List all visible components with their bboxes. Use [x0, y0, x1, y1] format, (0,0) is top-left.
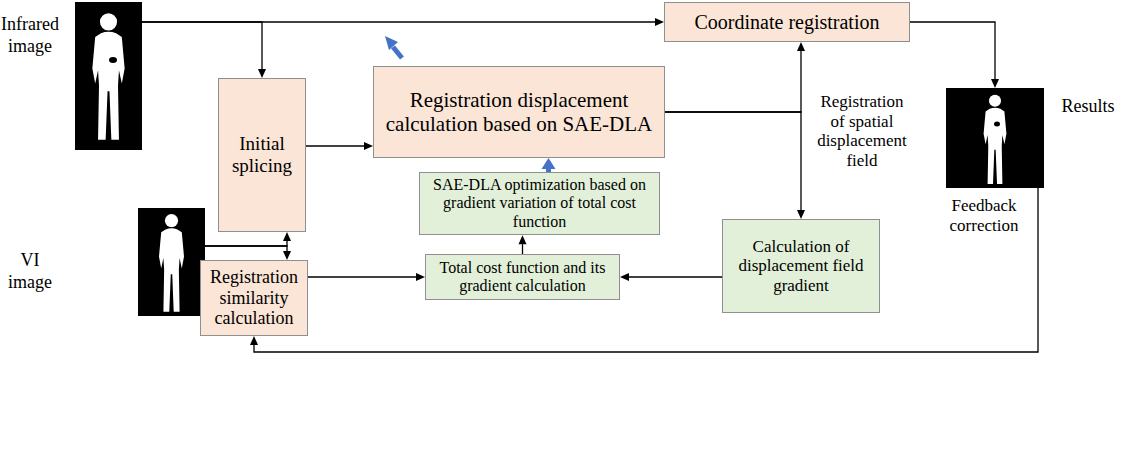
- connector-arrow: [910, 22, 999, 88]
- arrow-head: [258, 69, 266, 78]
- arrow-head: [991, 79, 999, 88]
- connector-arrow: [205, 246, 291, 260]
- process-box: Calculation of displacement field gradie…: [722, 219, 880, 313]
- box-text: Total cost function and its gradient cal…: [432, 259, 613, 296]
- connector-line: [522, 244, 523, 254]
- arrow-head: [655, 18, 664, 26]
- connector-line: [665, 112, 801, 210]
- annotation-label: Registration of spatial displacement fie…: [812, 92, 912, 170]
- blue-arrow: [385, 36, 402, 58]
- connector-line: [306, 145, 364, 146]
- box-text: SAE-DLA optimization based on gradient v…: [426, 176, 653, 231]
- connector-line: [205, 246, 287, 251]
- vi-picture: [138, 208, 205, 316]
- connector-line: [665, 51, 801, 112]
- image-label: Results: [1058, 96, 1118, 118]
- arrow-head: [542, 158, 556, 169]
- arrow-head: [620, 273, 629, 281]
- process-box: Registration displacement calculation ba…: [373, 66, 665, 158]
- connector-arrow: [542, 158, 556, 172]
- arrow-head: [283, 251, 291, 260]
- box-text: Coordinate registration: [695, 11, 880, 34]
- box-text: Initial splicing: [225, 133, 299, 177]
- process-box: Registration similarity calculation: [200, 260, 308, 336]
- connector-line: [629, 276, 722, 277]
- arrow-head: [416, 273, 425, 281]
- connector-arrow: [308, 273, 425, 281]
- arrow-head: [283, 232, 291, 241]
- arrow-head: [519, 235, 527, 244]
- infrared-picture: [75, 2, 142, 150]
- box-text: Calculation of displacement field gradie…: [729, 237, 873, 296]
- connector-arrow: [142, 22, 266, 78]
- box-text: Registration similarity calculation: [207, 267, 301, 329]
- image-label: Infrared image: [0, 14, 63, 57]
- connector-line: [142, 22, 262, 69]
- connector-arrow: [519, 235, 527, 254]
- image-box: VI image: [138, 208, 205, 316]
- arrow-head: [250, 336, 258, 345]
- connector-arrow: [620, 273, 722, 281]
- annotation-label: Feedback correction: [938, 196, 1030, 235]
- arrow-head: [364, 142, 373, 150]
- process-box: Initial splicing: [218, 78, 306, 232]
- process-box: Coordinate registration: [664, 2, 910, 42]
- connector-arrow: [205, 232, 291, 246]
- process-box: Total cost function and its gradient cal…: [425, 254, 620, 300]
- image-box: Infrared image: [75, 2, 142, 150]
- connector-line: [910, 22, 995, 79]
- arrow-head: [797, 42, 805, 51]
- result-picture: [946, 88, 1044, 188]
- connector-arrow: [665, 42, 805, 112]
- image-label: VI image: [2, 250, 58, 293]
- box-text: Registration displacement calculation ba…: [380, 88, 658, 136]
- connector-line: [205, 241, 287, 246]
- connector-line: [308, 276, 416, 277]
- arrow-head: [797, 210, 805, 219]
- connector-arrow: [306, 142, 373, 150]
- connector-arrow: [665, 112, 805, 219]
- process-box: SAE-DLA optimization based on gradient v…: [419, 172, 660, 235]
- image-box: Results: [946, 88, 1044, 188]
